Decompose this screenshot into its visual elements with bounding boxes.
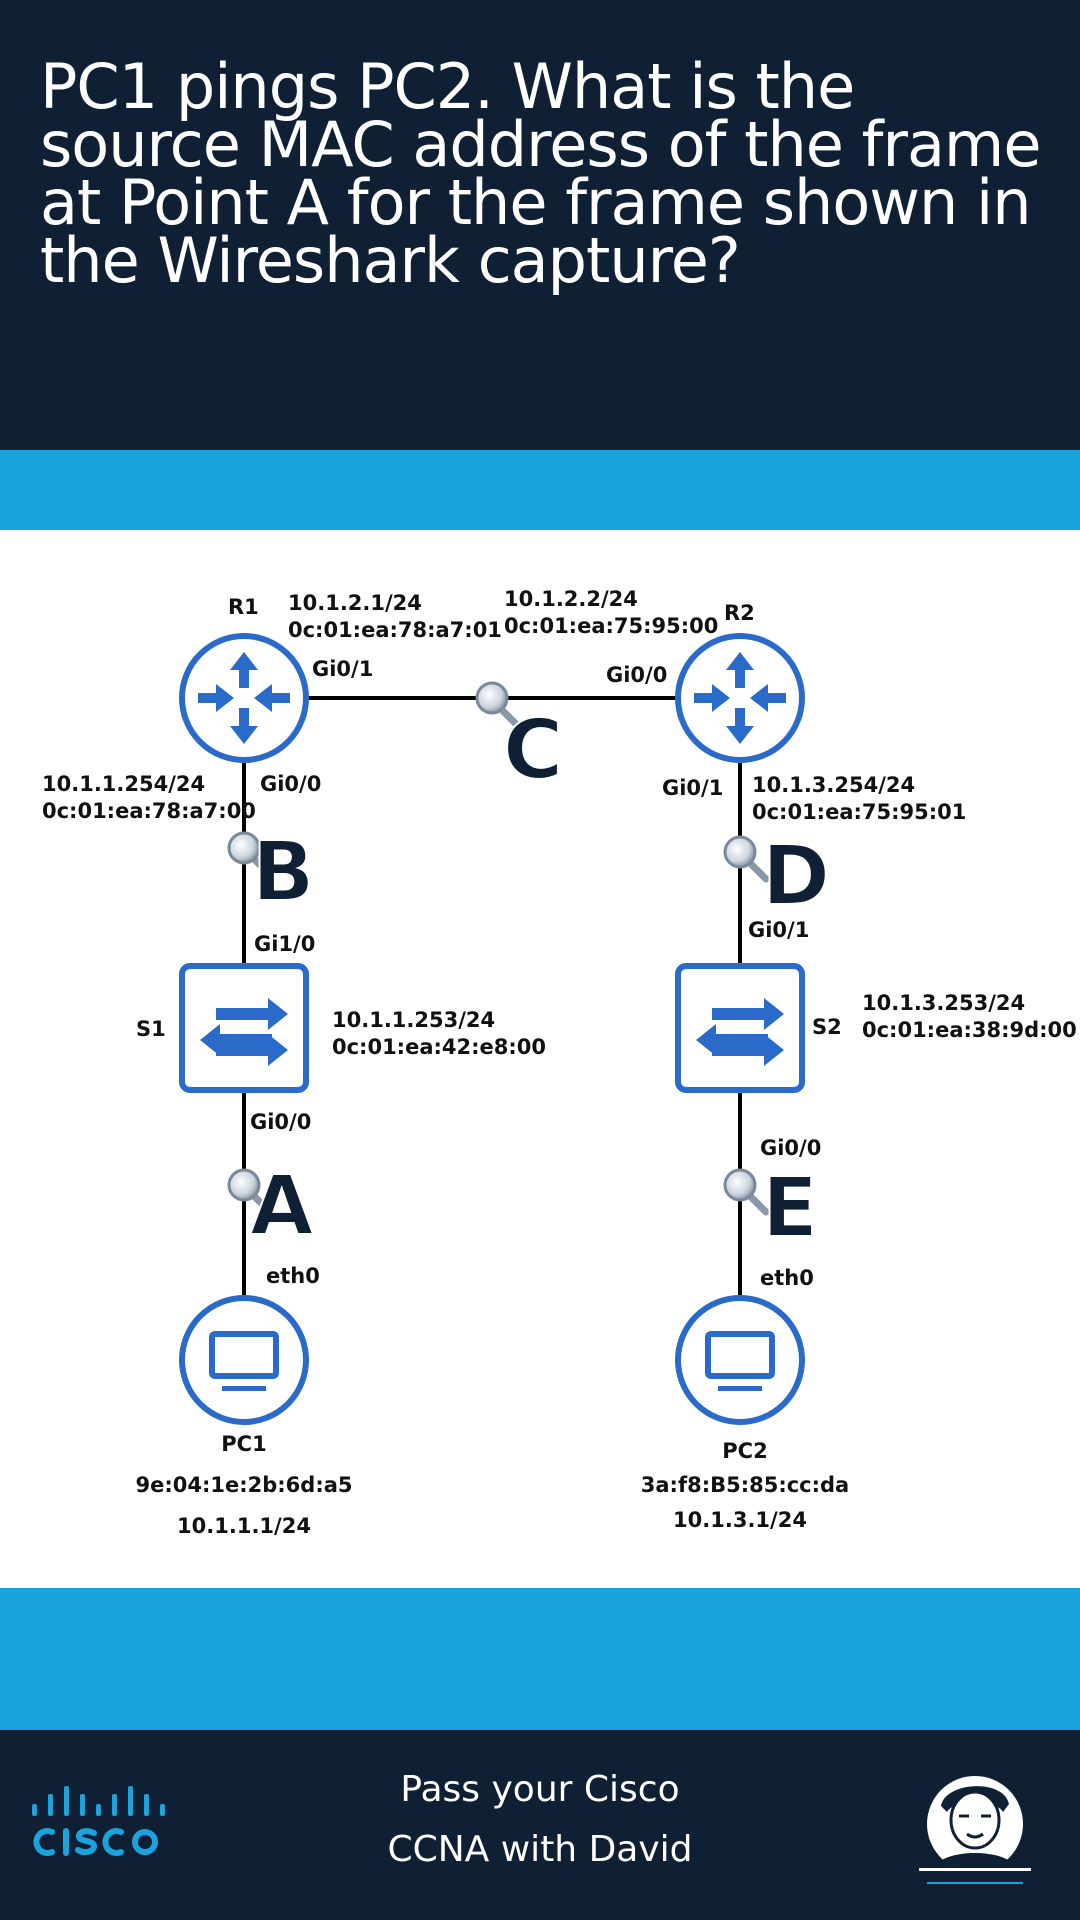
router-r1-icon: [179, 633, 309, 763]
pc2-ip: 10.1.3.1/24: [673, 1508, 807, 1532]
switch-s2-icon: [675, 963, 805, 1093]
question-text: PC1 pings PC2. What is the source MAC ad…: [40, 50, 1041, 297]
point-a-marker: A: [227, 1158, 315, 1255]
pc2-mac: 3a:f8:B5:85:cc:da: [641, 1473, 849, 1497]
r2-gi01-port: Gi0/1: [662, 776, 723, 800]
s2-name: S2: [812, 1015, 842, 1039]
r1-gi00-port: Gi0/0: [260, 772, 321, 796]
footer-panel: Pass your Cisco CCNA with David: [0, 1730, 1080, 1920]
r1-gi01-ip: 10.1.2.1/24: [288, 591, 422, 615]
r1-gi01-port: Gi0/1: [312, 657, 373, 681]
pc2-port: eth0: [760, 1266, 814, 1290]
router-r2-icon: [675, 633, 805, 763]
s2-ip: 10.1.3.253/24: [862, 991, 1025, 1015]
point-b-marker: B: [227, 824, 316, 921]
r2-gi01-ip: 10.1.3.254/24: [752, 773, 915, 797]
s1-ip: 10.1.1.253/24: [332, 1008, 495, 1032]
pc1-mac: 9e:04:1e:2b:6d:a5: [136, 1473, 353, 1497]
pc2-computer-icon: [675, 1295, 805, 1425]
s1-gi00-port: Gi0/0: [250, 1110, 311, 1134]
r2-gi00-ip: 10.1.2.2/24: [504, 587, 638, 611]
s2-mac: 0c:01:ea:38:9d:00: [862, 1018, 1077, 1042]
r1-gi01-mac: 0c:01:ea:78:a7:01: [288, 618, 502, 642]
point-e-label: E: [762, 1161, 818, 1256]
r2-gi01-mac: 0c:01:ea:75:95:01: [752, 800, 966, 824]
r2-name: R2: [724, 601, 755, 625]
r1-gi00-ip: 10.1.1.254/24: [42, 772, 205, 796]
r1-gi00-mac: 0c:01:ea:78:a7:00: [42, 799, 256, 823]
footer-tagline: Pass your Cisco CCNA with David: [340, 1760, 740, 1880]
switch-s1-icon: [179, 963, 309, 1093]
r1-name: R1: [228, 595, 259, 619]
bottom-accent-bar: [0, 1588, 1080, 1730]
s1-name: S1: [136, 1017, 166, 1041]
r2-gi00-port: Gi0/0: [606, 663, 667, 687]
point-c-label: C: [503, 703, 563, 798]
point-a-label: A: [250, 1159, 314, 1254]
pc1-name: PC1: [221, 1432, 266, 1456]
s2-gi01-port: Gi0/1: [748, 918, 809, 942]
s1-mac: 0c:01:ea:42:e8:00: [332, 1035, 546, 1059]
s1-gi10-port: Gi1/0: [254, 932, 315, 956]
point-e-marker: E: [723, 1160, 819, 1257]
network-diagram: C B D A E R1 10.1.2.1/24 0c:01:ea:78:a7:…: [42, 587, 1077, 1538]
pc2-name: PC2: [722, 1439, 767, 1463]
pc1-computer-icon: [179, 1295, 309, 1425]
point-d-marker: D: [723, 828, 831, 925]
point-c-marker: C: [475, 681, 564, 799]
s2-gi00-port: Gi0/0: [760, 1136, 821, 1160]
point-d-label: D: [762, 829, 830, 924]
r2-gi00-mac: 0c:01:ea:75:95:00: [504, 614, 718, 638]
point-b-label: B: [252, 825, 315, 920]
header-panel: PC1 pings PC2. What is the source MAC ad…: [0, 0, 1080, 450]
footer-line-1: Pass your Cisco: [400, 1769, 680, 1810]
david-bombal-logo: [913, 1776, 1037, 1884]
pc1-port: eth0: [266, 1264, 320, 1288]
pc1-ip: 10.1.1.1/24: [177, 1514, 311, 1538]
footer-line-2: CCNA with David: [387, 1829, 693, 1870]
cisco-logo: [32, 1786, 165, 1856]
top-accent-bar: [0, 450, 1080, 530]
